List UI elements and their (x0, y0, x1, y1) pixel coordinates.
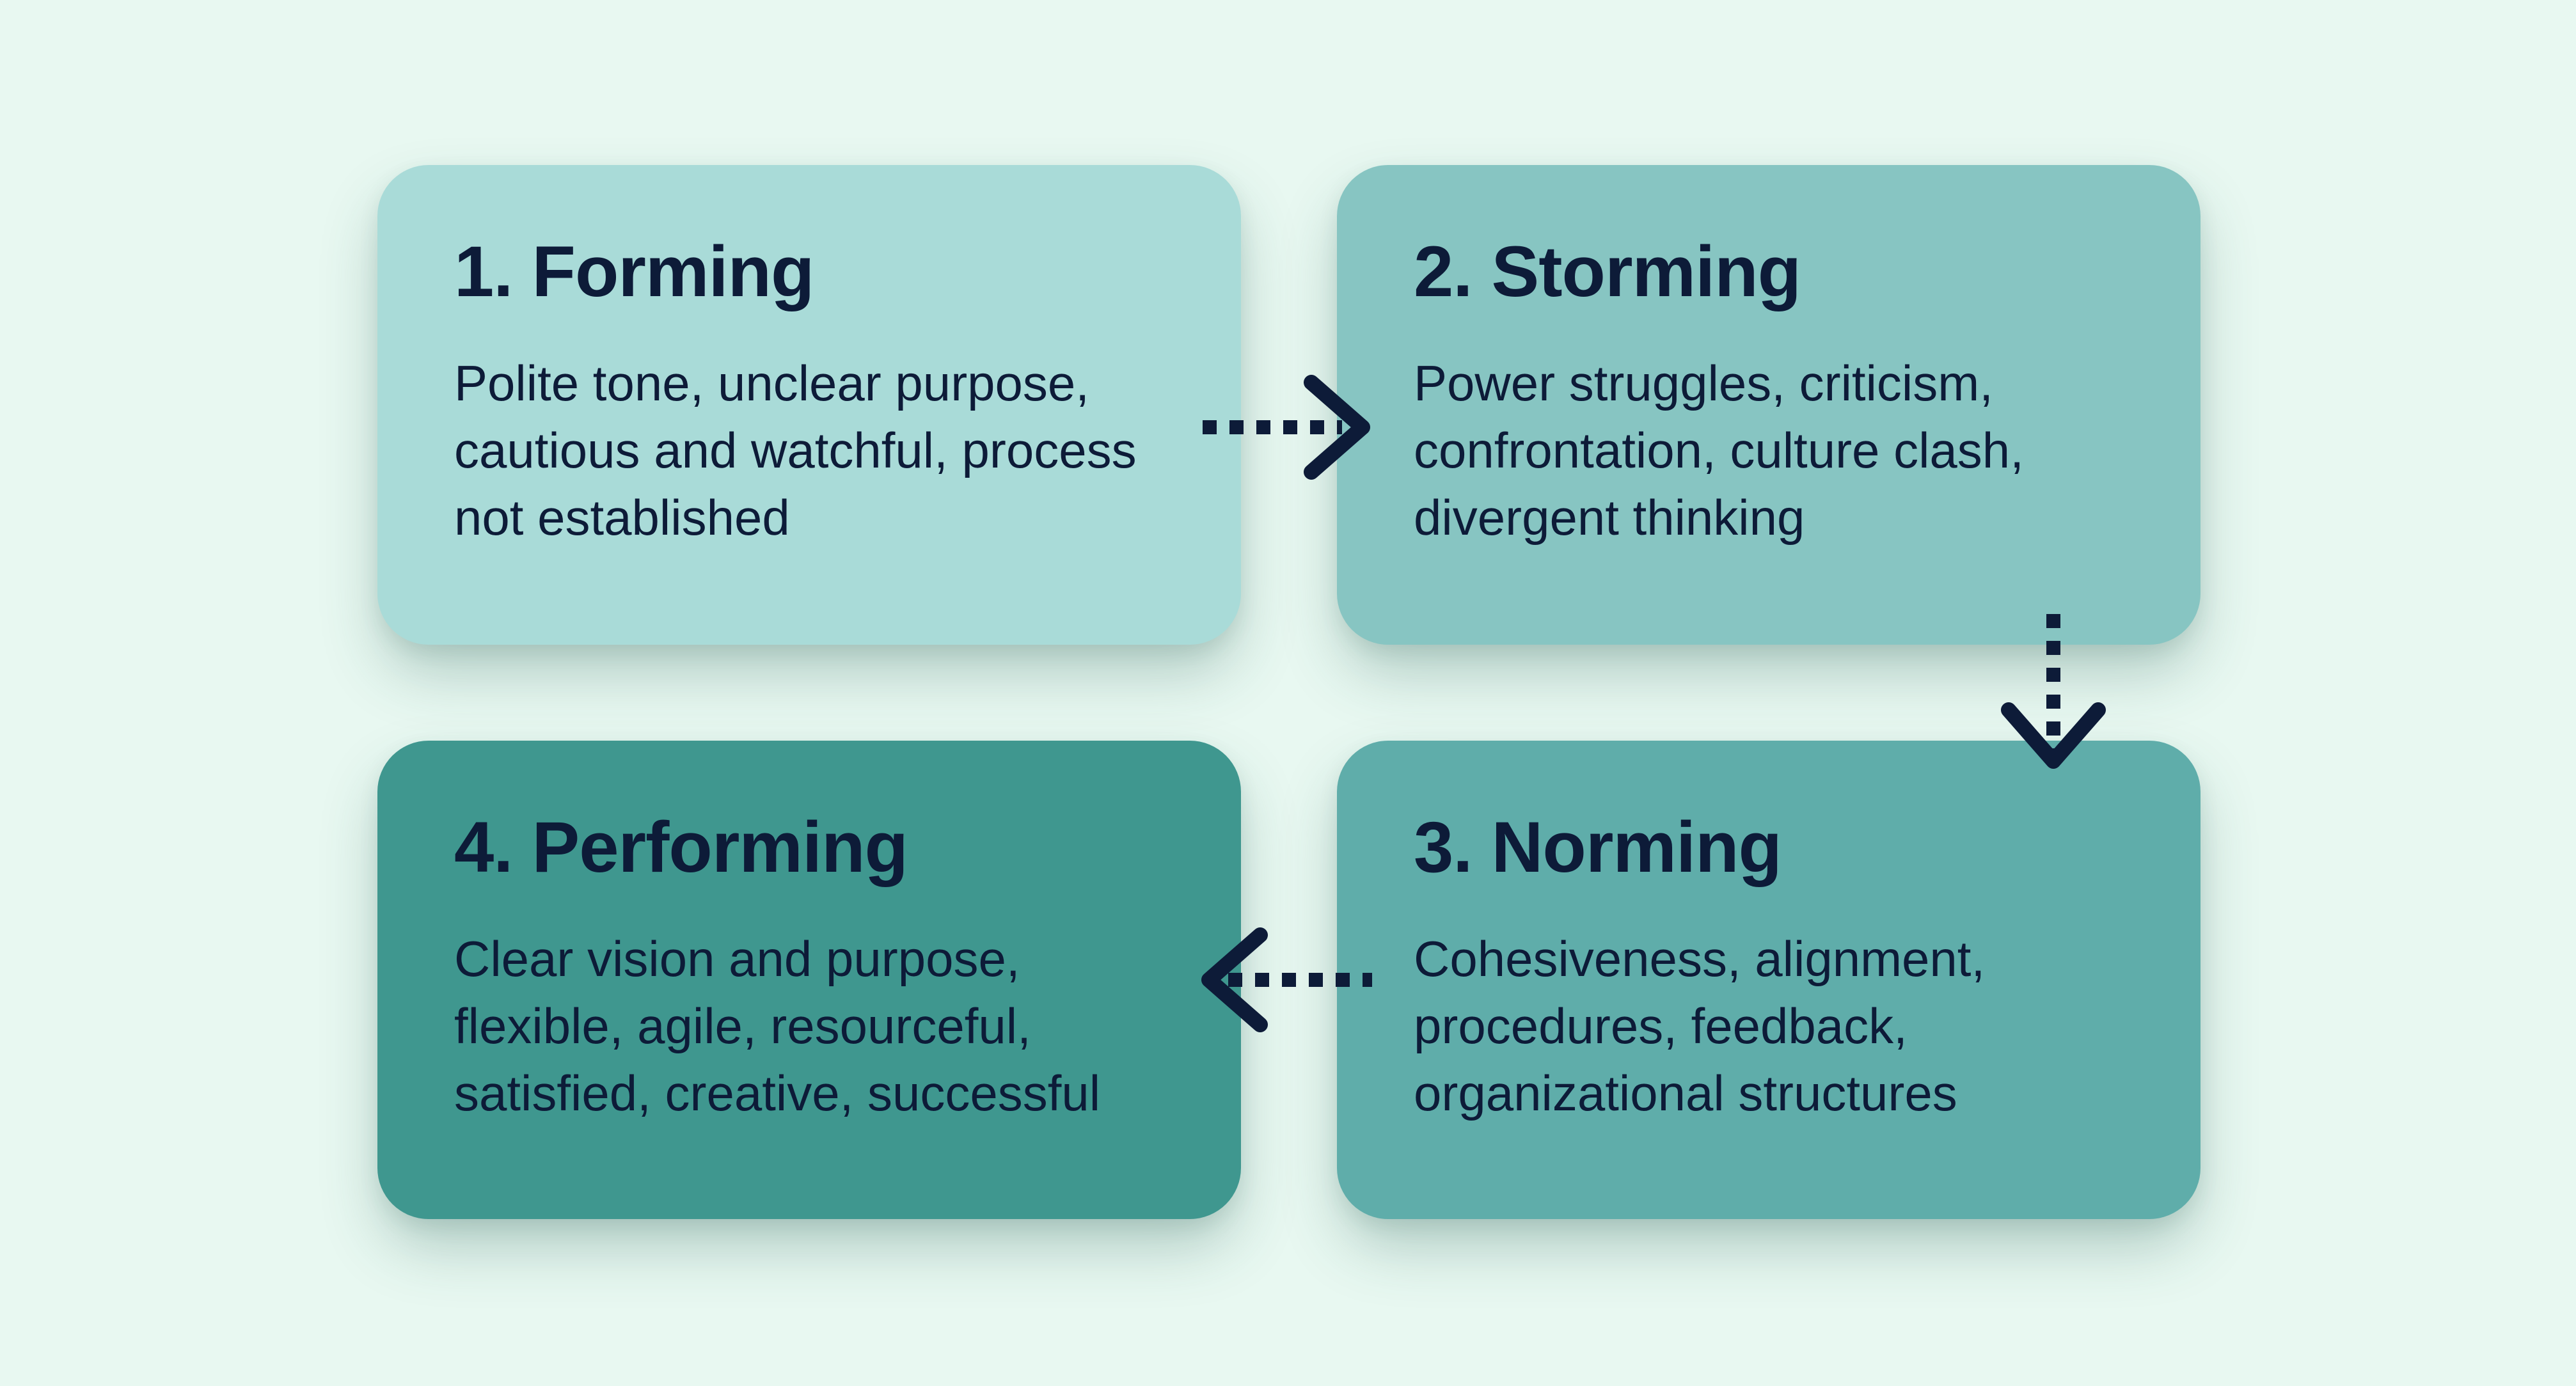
arrow-forming-to-storming-icon (1203, 375, 1370, 480)
description-line: Clear vision and purpose, (454, 931, 1020, 988)
card-storming: 2. Storming Power struggles, criticism, … (1337, 165, 2201, 645)
card-performing: 4. Performing Clear vision and purpose, … (377, 741, 1241, 1219)
description-line: Cohesiveness, alignment, (1414, 931, 1986, 988)
description-line: not established (454, 489, 790, 546)
description-line: flexible, agile, resourceful, (454, 998, 1031, 1055)
description-line: confrontation, culture clash, (1414, 422, 2024, 479)
arrowhead-right (1304, 375, 1370, 480)
description-line: divergent thinking (1414, 489, 1805, 546)
card-norming-title: 3. Norming (1414, 807, 1782, 887)
card-performing-description: Clear vision and purpose, flexible, agil… (454, 925, 1164, 1127)
card-norming-description: Cohesiveness, alignment, procedures, fee… (1414, 925, 2124, 1127)
card-forming-title: 1. Forming (454, 232, 814, 311)
description-line: organizational structures (1414, 1065, 1957, 1122)
card-storming-description: Power struggles, criticism, confrontatio… (1414, 350, 2124, 551)
arrowhead-left (1201, 927, 1268, 1032)
card-storming-title: 2. Storming (1414, 232, 1801, 311)
card-forming-description: Polite tone, unclear purpose, cautious a… (454, 350, 1164, 551)
description-line: procedures, feedback, (1414, 998, 1908, 1055)
card-norming: 3. Norming Cohesiveness, alignment, proc… (1337, 741, 2201, 1219)
description-line: cautious and watchful, process (454, 422, 1137, 479)
card-performing-title: 4. Performing (454, 807, 908, 887)
arrowhead-down (2001, 702, 2106, 769)
card-forming: 1. Forming Polite tone, unclear purpose,… (377, 165, 1241, 645)
arrow-storming-to-norming-icon (2001, 614, 2106, 769)
description-line: Polite tone, unclear purpose, (454, 355, 1089, 412)
description-line: Power struggles, criticism, (1414, 355, 1993, 412)
description-line: satisfied, creative, successful (454, 1065, 1101, 1122)
arrow-norming-to-performing-icon (1201, 927, 1372, 1032)
